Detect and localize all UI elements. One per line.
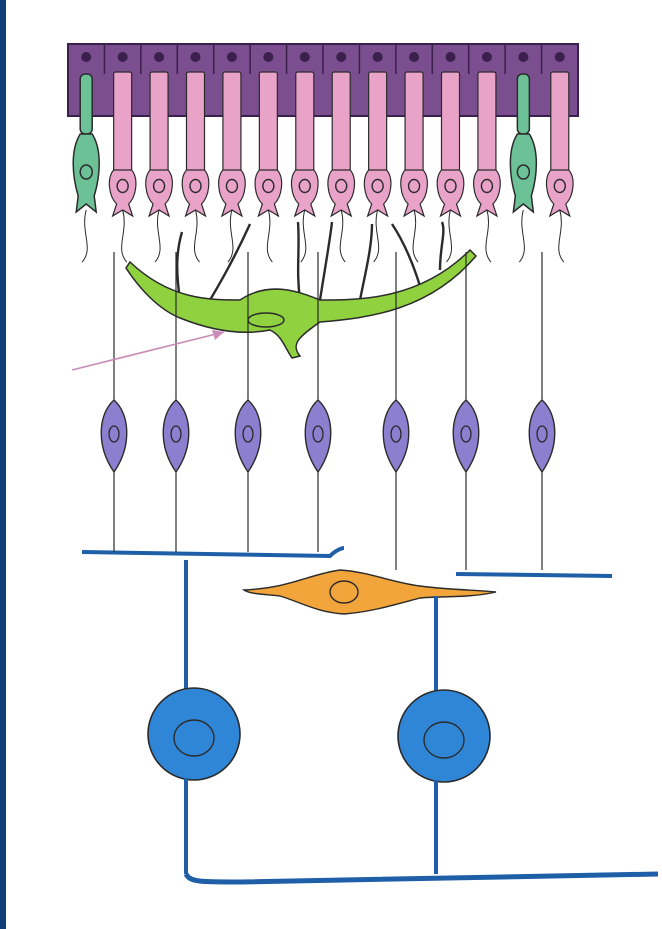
photoreceptor-axon xyxy=(519,210,524,262)
epithelium-nucleus xyxy=(81,52,91,62)
rod-outer-segment xyxy=(259,72,277,182)
pointer-arrow-line xyxy=(72,332,224,370)
horizontal-cell-dendrite xyxy=(320,222,332,300)
rod-outer-segment xyxy=(551,72,569,182)
pigment-epithelium-layer xyxy=(68,44,578,116)
epithelium-nucleus xyxy=(482,52,492,62)
bipolar-soma xyxy=(163,400,189,472)
rod-outer-segment xyxy=(223,72,241,182)
rod-cell xyxy=(292,72,319,216)
dendrite-connections xyxy=(82,210,612,576)
cone-outer-segment xyxy=(517,74,529,134)
bipolar-cell xyxy=(453,252,479,570)
rod-outer-segment xyxy=(187,72,205,182)
rod-cell xyxy=(437,72,464,216)
ganglion-dendrite-band-right xyxy=(456,574,612,576)
epithelium-nucleus xyxy=(118,52,128,62)
annotation-layer xyxy=(72,330,224,370)
cone-inner-segment xyxy=(73,134,99,212)
horizontal-cell-dendrite xyxy=(177,232,182,300)
ganglion-cell xyxy=(148,560,240,874)
ganglion-soma xyxy=(398,690,490,782)
ganglion-cell-layer xyxy=(148,560,658,882)
ganglion-dendrite-band-left xyxy=(82,548,344,556)
rod-cell xyxy=(328,72,355,216)
rod-cell xyxy=(547,72,574,216)
ganglion-soma xyxy=(148,688,240,780)
rod-outer-segment xyxy=(150,72,168,182)
rod-cell xyxy=(219,72,246,216)
ganglion-cell xyxy=(398,596,490,874)
rod-cell xyxy=(401,72,428,216)
photoreceptor-axon xyxy=(447,210,452,262)
bipolar-soma xyxy=(305,400,331,472)
rod-outer-segment xyxy=(114,72,132,182)
rod-cell xyxy=(109,72,136,216)
bipolar-soma xyxy=(235,400,261,472)
bipolar-soma xyxy=(101,400,127,472)
epithelium-nucleus xyxy=(555,52,565,62)
photoreceptor-axon xyxy=(340,210,345,262)
photoreceptor-axon xyxy=(82,210,87,262)
epithelium-nucleus xyxy=(518,52,528,62)
epithelium-nucleus xyxy=(191,52,201,62)
cone-outer-segment xyxy=(80,74,92,134)
horizontal-cell-dendrite xyxy=(440,222,443,270)
rod-cell xyxy=(255,72,282,216)
photoreceptor-axon xyxy=(374,210,379,262)
photoreceptor-axon xyxy=(413,210,418,262)
horizontal-cell-body xyxy=(126,250,476,358)
photoreceptor-axon xyxy=(559,210,564,262)
photoreceptor-axon xyxy=(228,210,233,262)
rod-outer-segment xyxy=(442,72,460,182)
bipolar-soma xyxy=(529,400,555,472)
bipolar-soma xyxy=(383,400,409,472)
epithelium-nucleus xyxy=(446,52,456,62)
rod-cell xyxy=(146,72,173,216)
epithelium-nucleus xyxy=(300,52,310,62)
amacrine-cell-body xyxy=(244,570,496,614)
horizontal-cell-layer xyxy=(126,250,476,358)
photoreceptor-axon xyxy=(267,210,272,262)
rod-cell xyxy=(182,72,209,216)
rod-cell xyxy=(474,72,501,216)
epithelium-nucleus xyxy=(336,52,346,62)
rod-outer-segment xyxy=(478,72,496,182)
rod-outer-segment xyxy=(405,72,423,182)
photoreceptor-axon xyxy=(301,210,306,262)
rod-outer-segment xyxy=(296,72,314,182)
horizontal-cell xyxy=(126,250,476,358)
epithelium-nucleus xyxy=(154,52,164,62)
epithelium-nucleus xyxy=(373,52,383,62)
pointer-arrowhead xyxy=(212,330,224,340)
horizontal-cell-dendrite xyxy=(298,222,300,300)
epithelium-nucleus xyxy=(263,52,273,62)
rod-outer-segment xyxy=(332,72,350,182)
amacrine-cell-layer xyxy=(244,570,496,614)
rod-outer-segment xyxy=(369,72,387,182)
bipolar-cell xyxy=(101,252,127,552)
epithelium-nucleus xyxy=(227,52,237,62)
bipolar-soma xyxy=(453,400,479,472)
rod-cell xyxy=(364,72,391,216)
photoreceptor-axon xyxy=(486,210,491,262)
horizontal-cell-dendrite xyxy=(210,224,250,300)
amacrine-cell xyxy=(244,570,496,614)
photoreceptor-axon xyxy=(155,210,160,262)
epithelium-nucleus xyxy=(409,52,419,62)
cone-inner-segment xyxy=(510,134,536,212)
photoreceptor-axon xyxy=(194,210,199,262)
optic-nerve-fibers xyxy=(186,874,658,882)
horizontal-cell-dendrite xyxy=(360,224,372,300)
bipolar-cell xyxy=(529,252,555,570)
photoreceptor-axon xyxy=(122,210,127,262)
